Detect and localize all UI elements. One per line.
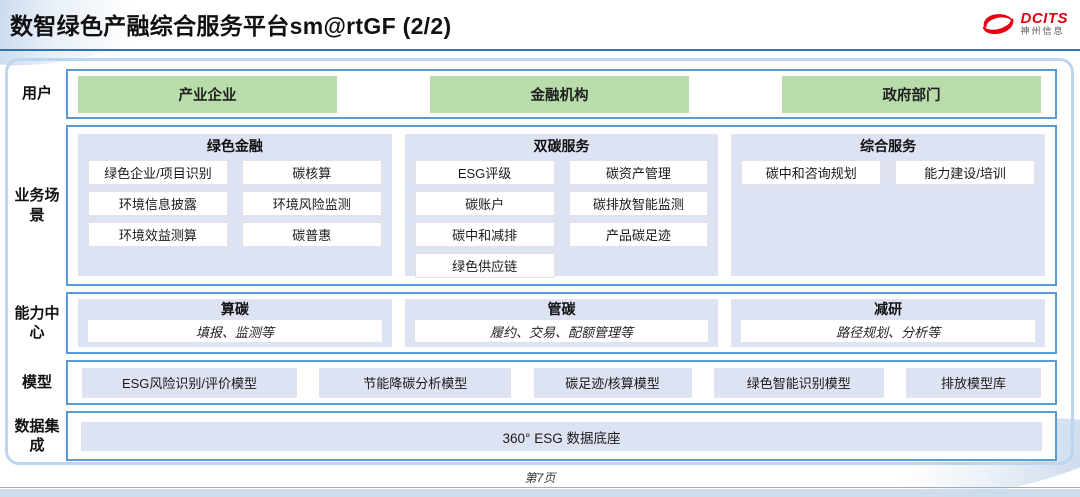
scenario-item: 产品碳足迹 xyxy=(568,222,709,247)
panel-dual-carbon-services: 双碳服务 ESG评级 碳资产管理 碳账户 碳排放智能监测 碳中和减排 产品碳足迹… xyxy=(404,134,719,278)
capability-panel-carbon-accounting: 算碳 填报、监测等 xyxy=(78,299,392,347)
scenario-item: 碳中和咨询规划 xyxy=(741,160,882,185)
scenario-item: 环境效益测算 xyxy=(88,222,228,247)
scenario-item: 能力建设/培训 xyxy=(895,160,1036,185)
business-scenarios-box: 绿色金融 绿色企业/项目识别 碳核算 环境信息披露 环境风险监测 环境效益测算 … xyxy=(66,125,1057,286)
user-chip-government: 政府部门 xyxy=(782,75,1041,113)
capability-center-box: 算碳 填报、监测等 管碳 履约、交易、配额管理等 减研 路径规划、分析等 xyxy=(66,292,1057,354)
title-divider xyxy=(0,49,1080,51)
business-scenarios-band: 业务场景 绿色金融 绿色企业/项目识别 碳核算 环境信息披露 环境风险监测 环境… xyxy=(8,125,1057,286)
capability-panel-reduction-research: 减研 路径规划、分析等 xyxy=(731,299,1046,347)
scenario-item: 碳核算 xyxy=(241,160,382,185)
scenario-item: 碳资产管理 xyxy=(568,160,709,185)
model-chip: 碳足迹/核算模型 xyxy=(533,367,692,398)
panel-comprehensive-grid: 碳中和咨询规划 能力建设/培训 xyxy=(741,160,1036,185)
scenario-item: 绿色供应链 xyxy=(414,253,555,278)
architecture-diagram: 用户 产业企业 金融机构 政府部门 业务场景 绿色金融 绿色企业/项目识别 碳核… xyxy=(5,58,1074,465)
capability-title: 减研 xyxy=(874,301,903,317)
logo-subtitle: 神州信息 xyxy=(1020,26,1065,36)
data-integration-band: 数据集成 360° ESG 数据底座 xyxy=(8,411,1057,461)
models-band: 模型 ESG风险识别/评价模型 节能降碳分析模型 碳足迹/核算模型 绿色智能识别… xyxy=(8,360,1057,405)
model-chip: 绿色智能识别模型 xyxy=(713,367,884,398)
user-chip-industry: 产业企业 xyxy=(78,75,337,113)
capability-description: 路径规划、分析等 xyxy=(741,320,1036,342)
panel-green-finance-grid: 绿色企业/项目识别 碳核算 环境信息披露 环境风险监测 环境效益测算 碳普惠 xyxy=(88,160,382,247)
panel-comprehensive-services: 综合服务 碳中和咨询规划 能力建设/培训 xyxy=(731,134,1046,276)
logo-text: DCITS 神州信息 xyxy=(1021,11,1069,37)
dcits-swirl-icon xyxy=(982,14,1013,35)
users-band: 用户 产业企业 金融机构 政府部门 xyxy=(8,69,1057,119)
users-box: 产业企业 金融机构 政府部门 xyxy=(66,69,1057,119)
business-scenarios-label: 业务场景 xyxy=(14,187,60,224)
models-box: ESG风险识别/评价模型 节能降碳分析模型 碳足迹/核算模型 绿色智能识别模型 … xyxy=(66,360,1057,405)
model-chip: ESG风险识别/评价模型 xyxy=(82,367,297,398)
slide-header: 数智绿色产融综合服务平台sm@rtGF (2/2) DCITS 神州信息 xyxy=(10,7,1068,41)
scenario-item: 碳普惠 xyxy=(241,222,382,247)
scenario-item: 环境信息披露 xyxy=(88,191,228,216)
capability-panel-carbon-management: 管碳 履约、交易、配额管理等 xyxy=(404,299,719,347)
users-band-label: 用户 xyxy=(21,85,52,103)
user-chip-finance: 金融机构 xyxy=(430,75,689,113)
models-label: 模型 xyxy=(21,373,52,391)
panel-dual-carbon-title: 双碳服务 xyxy=(533,138,590,154)
scenario-item: 碳中和减排 xyxy=(414,222,555,247)
scenario-item: 绿色企业/项目识别 xyxy=(88,160,228,185)
scenario-item: 碳排放智能监测 xyxy=(568,191,709,216)
bottom-accent-bar xyxy=(0,489,1080,497)
esg-data-base-chip: 360° ESG 数据底座 xyxy=(81,422,1042,451)
page-title: 数智绿色产融综合服务平台sm@rtGF (2/2) xyxy=(10,13,452,39)
page-number: 第7页 xyxy=(524,471,556,485)
data-integration-box: 360° ESG 数据底座 xyxy=(66,411,1057,461)
logo-name: DCITS xyxy=(1020,10,1068,27)
company-logo: DCITS 神州信息 xyxy=(980,11,1069,37)
scenario-item: ESG评级 xyxy=(414,160,555,185)
capability-center-label: 能力中心 xyxy=(14,304,60,342)
scenario-item: 碳账户 xyxy=(414,191,555,216)
scenario-item: 环境风险监测 xyxy=(241,191,382,216)
capability-center-band: 能力中心 算碳 填报、监测等 管碳 履约、交易、配额管理等 减研 路径规划、分析… xyxy=(8,292,1057,354)
capability-description: 履约、交易、配额管理等 xyxy=(414,320,709,342)
panel-comprehensive-title: 综合服务 xyxy=(860,138,917,154)
panel-green-finance: 绿色金融 绿色企业/项目识别 碳核算 环境信息披露 环境风险监测 环境效益测算 … xyxy=(78,134,392,276)
model-chip: 节能降碳分析模型 xyxy=(319,367,512,398)
capability-description: 填报、监测等 xyxy=(88,320,382,342)
panel-dual-carbon-grid: ESG评级 碳资产管理 碳账户 碳排放智能监测 碳中和减排 产品碳足迹 绿色供应… xyxy=(414,160,709,278)
capability-title: 算碳 xyxy=(220,301,249,317)
footer-divider xyxy=(0,487,1080,488)
panel-green-finance-title: 绿色金融 xyxy=(206,138,263,154)
capability-title: 管碳 xyxy=(547,301,576,317)
data-integration-label: 数据集成 xyxy=(14,417,60,455)
model-chip: 排放模型库 xyxy=(906,367,1041,398)
